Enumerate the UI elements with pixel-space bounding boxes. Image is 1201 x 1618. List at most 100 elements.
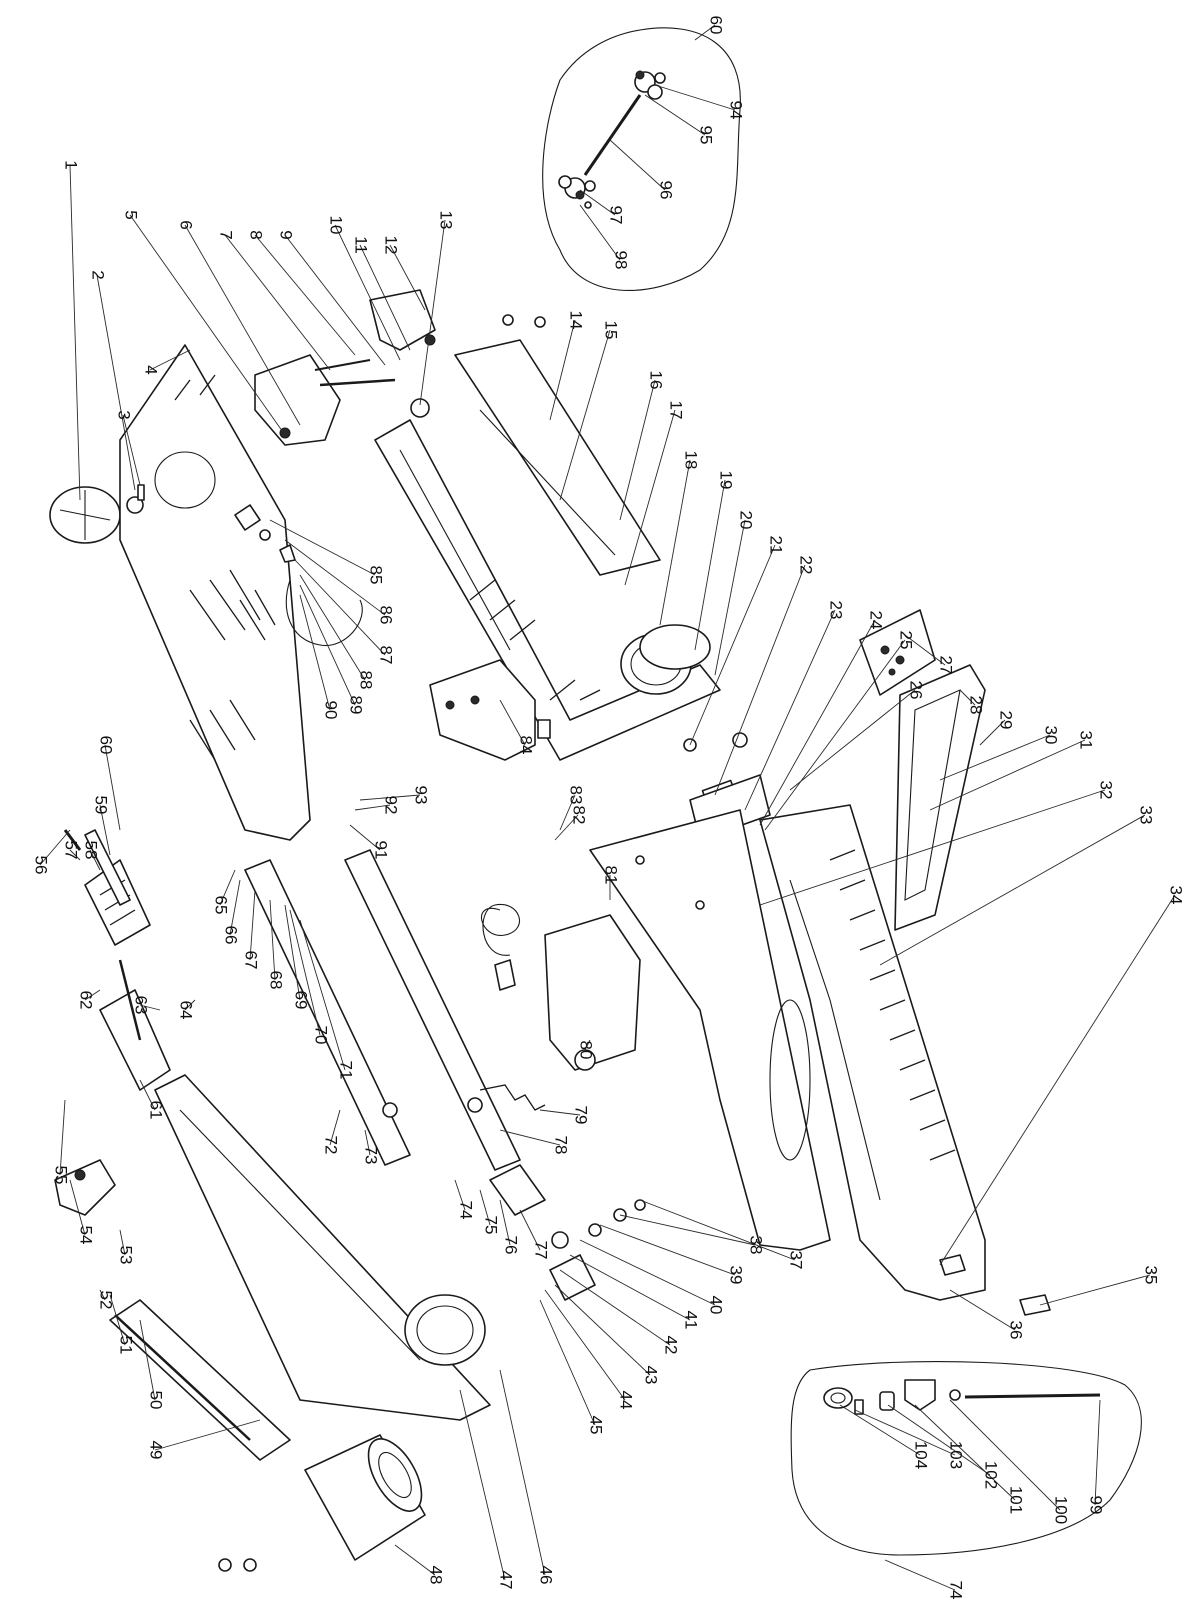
- part-number-81: 81: [602, 866, 621, 885]
- leader-line-82: [554, 814, 579, 841]
- leader-line-55: [59, 1099, 66, 1176]
- leader-line-76: [499, 1199, 511, 1246]
- part-knob-assembly: [234, 504, 363, 647]
- leader-line-84: [499, 699, 526, 746]
- part-number-33: 33: [1137, 806, 1156, 825]
- part-number-3: 3: [115, 410, 134, 419]
- leader-line-7: [224, 234, 331, 371]
- leader-line-58: [89, 849, 101, 871]
- part-number-64: 64: [177, 1001, 196, 1020]
- leader-line-16: [619, 379, 656, 521]
- leader-line-28: [959, 689, 976, 706]
- leader-line-11: [359, 244, 411, 351]
- leader-line-71: [299, 919, 346, 1071]
- leader-line-13: [419, 219, 446, 406]
- part-linkage: [489, 1164, 646, 1301]
- part-number-4: 4: [142, 365, 161, 374]
- part-number-19: 19: [717, 471, 736, 490]
- part-number-91: 91: [372, 841, 391, 860]
- leader-line-97: [579, 189, 616, 216]
- leader-line-78: [499, 1129, 561, 1146]
- leader-line-63: [139, 1004, 161, 1011]
- part-number-92: 92: [382, 796, 401, 815]
- part-table: [119, 344, 311, 841]
- leader-line-15: [559, 329, 611, 501]
- part-number-86: 86: [377, 606, 396, 625]
- part-number-61: 61: [147, 1101, 166, 1120]
- leader-line-60: [104, 744, 121, 831]
- part-number-56: 56: [32, 856, 51, 875]
- part-base-plate: [589, 809, 831, 1251]
- leader-line-49: [154, 1419, 261, 1451]
- leader-line-14: [549, 319, 576, 421]
- leader-line-12: [389, 244, 426, 311]
- part-number-54: 54: [77, 1226, 96, 1245]
- part-block: [429, 659, 551, 761]
- part-number-45: 45: [587, 1416, 606, 1435]
- leader-line-36: [949, 1289, 1016, 1331]
- leader-line-93: [359, 794, 421, 801]
- part-number-66: 66: [222, 926, 241, 945]
- part-number-1: 1: [62, 160, 81, 169]
- part-number-47: 47: [497, 1571, 516, 1590]
- leader-line-91: [349, 824, 381, 851]
- part-number-71: 71: [337, 1061, 356, 1080]
- leader-line-104: [839, 1404, 921, 1456]
- part-number-48: 48: [427, 1566, 446, 1585]
- part-number-74: 74: [947, 1581, 966, 1600]
- leader-line-101: [914, 1404, 1016, 1501]
- part-number-98: 98: [612, 251, 631, 270]
- leader-line-60: [694, 24, 716, 41]
- part-number-38: 38: [747, 1236, 766, 1255]
- leader-line-45: [539, 1299, 596, 1426]
- part-number-42: 42: [662, 1336, 681, 1355]
- part-number-12: 12: [382, 236, 401, 255]
- part-number-99: 99: [1087, 1496, 1106, 1515]
- part-number-72: 72: [322, 1136, 341, 1155]
- leader-line-46: [499, 1369, 546, 1576]
- leader-line-94: [654, 84, 736, 111]
- part-number-75: 75: [482, 1216, 501, 1235]
- leader-line-24: [759, 619, 876, 826]
- leader-line-90: [299, 594, 331, 711]
- leader-line-67: [249, 889, 256, 961]
- part-number-8: 8: [247, 230, 266, 239]
- leader-line-37: [639, 1199, 796, 1261]
- part-number-85: 85: [367, 566, 386, 585]
- leader-line-9: [284, 234, 386, 366]
- part-number-100: 100: [1052, 1496, 1071, 1524]
- part-number-67: 67: [242, 951, 261, 970]
- leader-line-31: [929, 739, 1086, 811]
- part-number-53: 53: [117, 1246, 136, 1265]
- leader-line-54: [69, 1179, 86, 1236]
- part-number-69: 69: [292, 991, 311, 1010]
- part-number-41: 41: [682, 1311, 701, 1330]
- leader-line-33: [879, 814, 1146, 966]
- leader-line-42: [559, 1269, 671, 1346]
- leader-line-65: [219, 869, 236, 906]
- leader-lines: [39, 24, 1176, 1591]
- part-lower-arm: [154, 1074, 491, 1421]
- leader-line-29: [979, 719, 1006, 746]
- leader-line-89: [299, 584, 356, 706]
- part-number-94: 94: [727, 101, 746, 120]
- part-number-95: 95: [697, 126, 716, 145]
- part-number-50: 50: [147, 1391, 166, 1410]
- leader-line-19: [694, 479, 726, 651]
- part-number-23: 23: [827, 601, 846, 620]
- part-number-60: 60: [707, 16, 726, 35]
- clamp-assembly-bottom: [558, 175, 596, 209]
- part-number-36: 36: [1007, 1321, 1026, 1340]
- part-number-32: 32: [1097, 781, 1116, 800]
- part-number-46: 46: [537, 1566, 556, 1585]
- part-feet: [939, 1254, 1051, 1316]
- part-number-2: 2: [89, 270, 108, 279]
- leader-line-98: [579, 204, 621, 261]
- part-number-90: 90: [322, 701, 341, 720]
- leader-line-99: [1094, 1399, 1101, 1506]
- leader-line-88: [299, 574, 366, 681]
- leader-line-77: [519, 1209, 541, 1251]
- part-power-cord: [481, 903, 521, 991]
- part-number-93: 93: [412, 786, 431, 805]
- part-number-63: 63: [132, 996, 151, 1015]
